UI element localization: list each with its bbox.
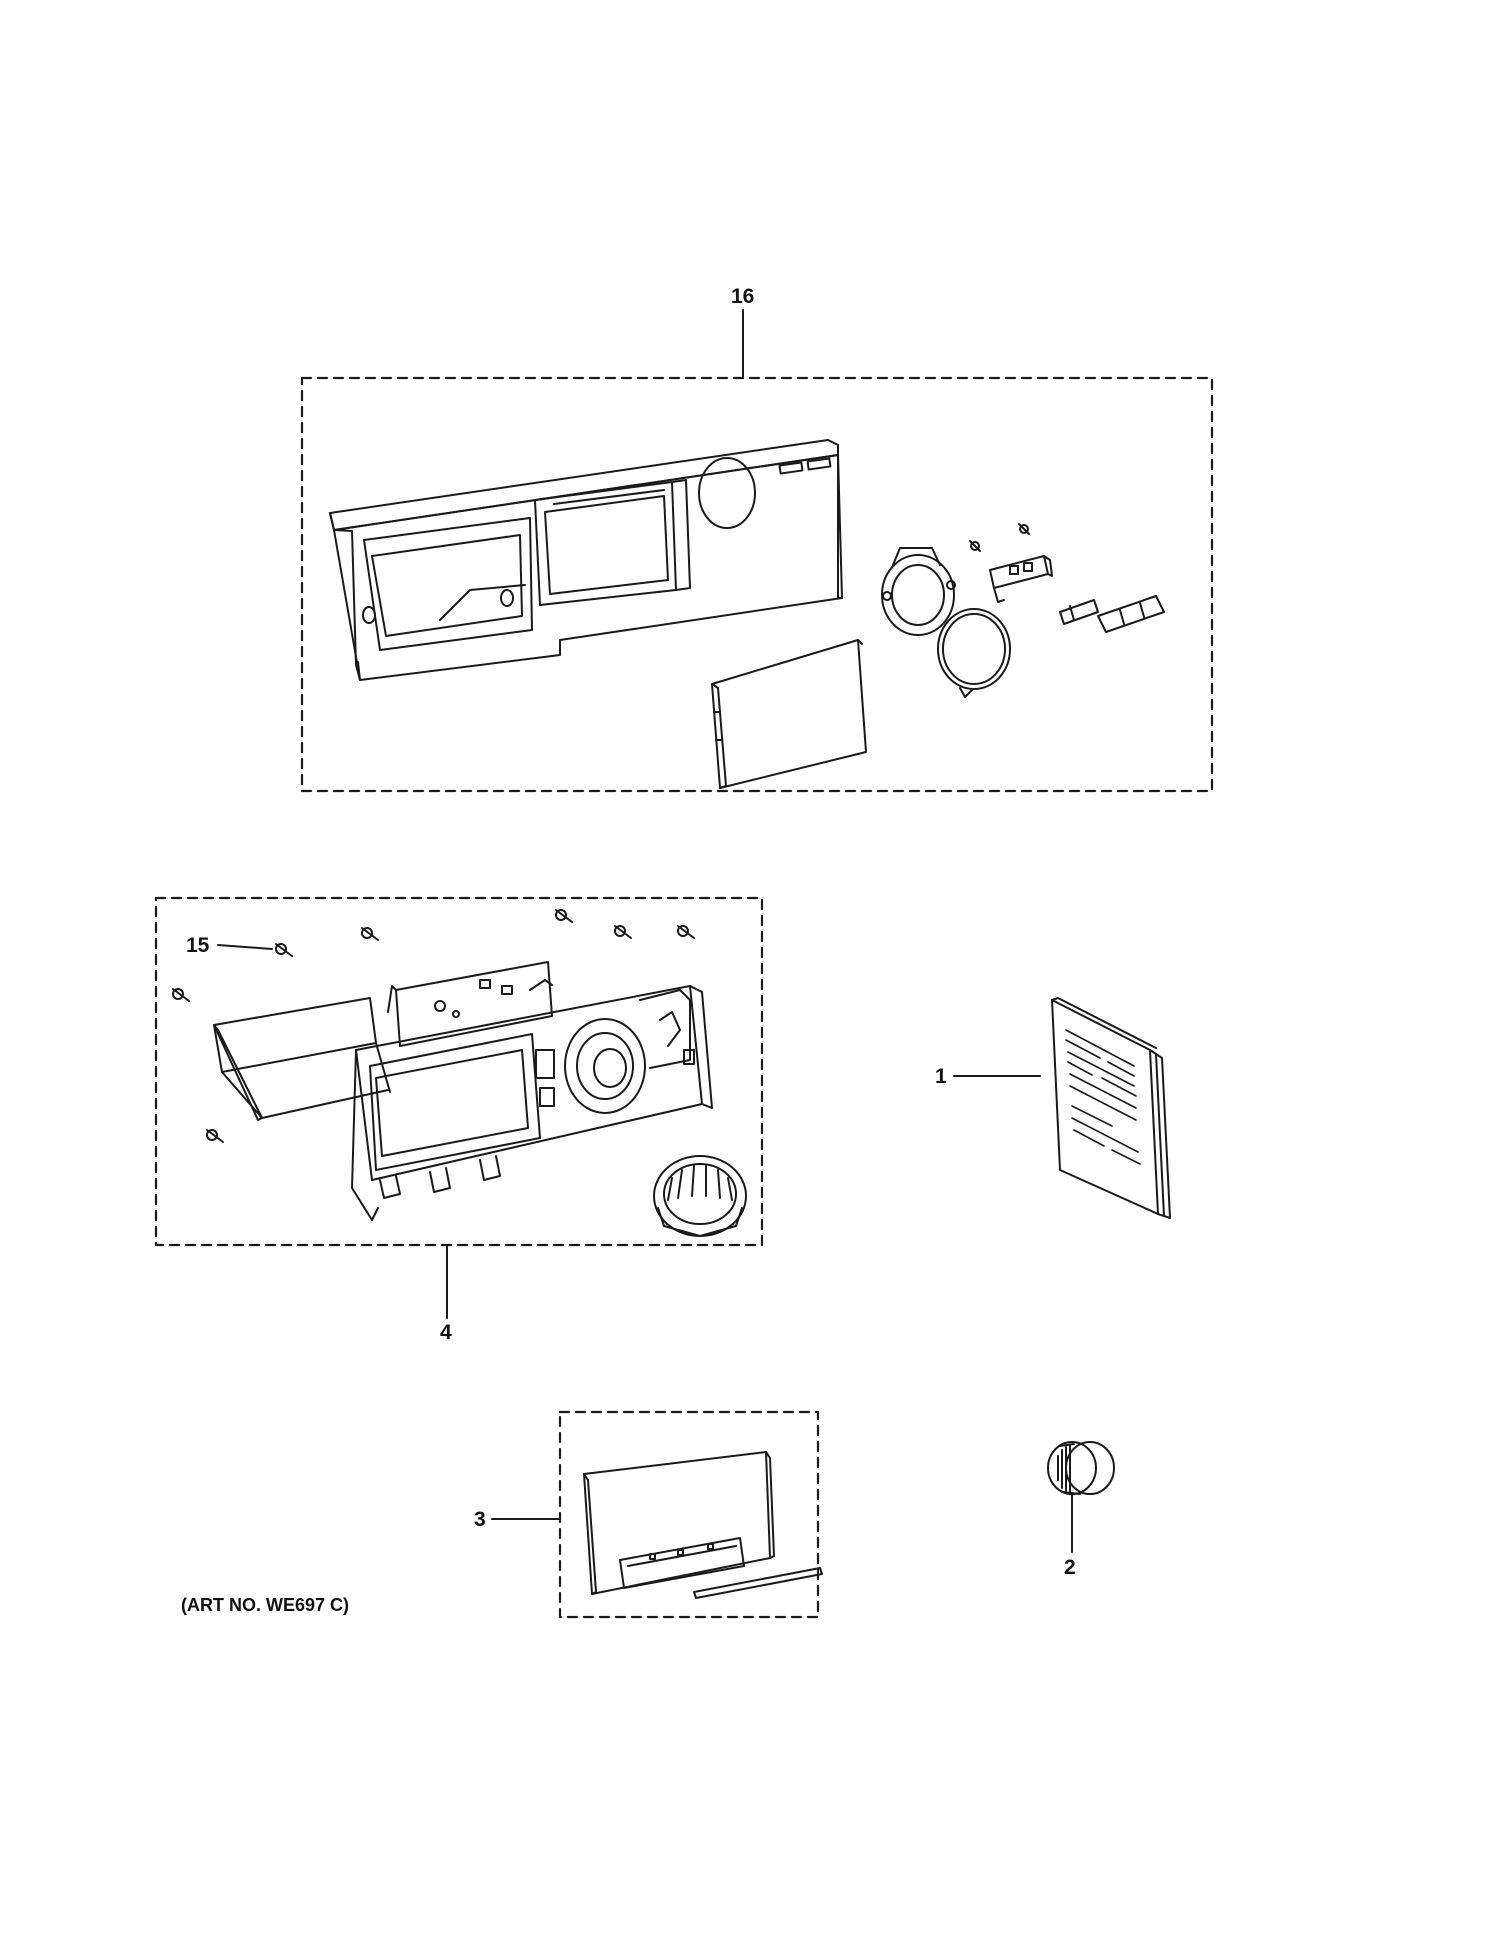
group-4-boundary xyxy=(154,896,764,1319)
button-bracket xyxy=(989,555,1053,603)
callout-2: 2 xyxy=(1064,1556,1076,1579)
pcb-frame xyxy=(351,985,713,1221)
mounting-screws xyxy=(172,909,695,1143)
button-switches xyxy=(1059,595,1165,633)
leader-15 xyxy=(217,944,273,950)
display-cover xyxy=(711,639,867,789)
callout-15: 15 xyxy=(186,934,210,957)
knob-lens-ring xyxy=(937,608,1011,698)
group-3-boundary xyxy=(558,1410,820,1619)
drawer-handle xyxy=(583,1451,823,1599)
control-panel-housing xyxy=(329,439,843,681)
control-knob xyxy=(1047,1441,1115,1495)
knob-adapter-ring xyxy=(653,1155,747,1237)
small-screws-panel xyxy=(969,523,1030,552)
callout-1: 1 xyxy=(935,1065,947,1088)
group-16-boundary xyxy=(300,309,1214,793)
callout-16: 16 xyxy=(731,285,755,308)
art-number-label: (ART NO. WE697 C) xyxy=(181,1595,350,1615)
callout-4: 4 xyxy=(440,1321,452,1344)
owners-manual xyxy=(1051,997,1171,1219)
pcb-cover xyxy=(213,997,391,1121)
pcb-board xyxy=(387,961,553,1047)
callout-3: 3 xyxy=(474,1508,486,1531)
knob-bezel-ring xyxy=(881,547,956,636)
